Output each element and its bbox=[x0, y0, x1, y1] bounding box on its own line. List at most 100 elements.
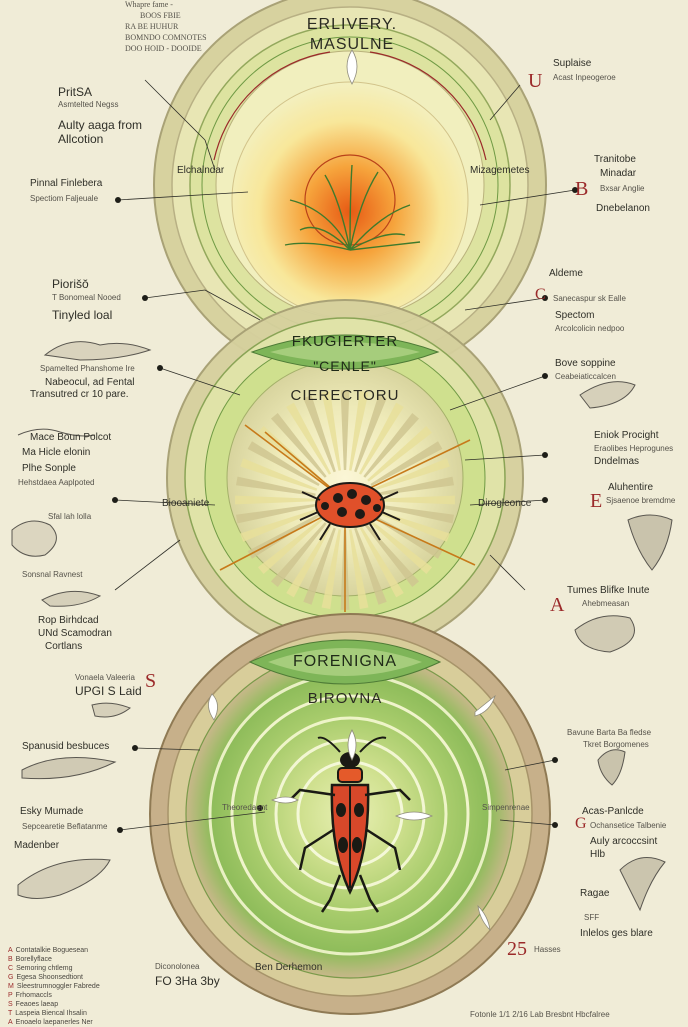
sun-ray bbox=[286, 525, 332, 598]
circle-3-right-inner: Simpenrenae bbox=[482, 803, 530, 812]
legend-key: T bbox=[8, 1010, 13, 1017]
left-label-10-sub: Sonsnal Ravnest bbox=[22, 570, 83, 579]
left-label-9-title: Plhe Sonple bbox=[22, 463, 76, 474]
circle-2-band-line-1: FKUGIERTER bbox=[291, 333, 399, 350]
leaf-icon-top bbox=[346, 49, 358, 85]
footer-center-line-1: Diconolonea bbox=[155, 962, 200, 971]
right-label-2-title: Tranitobe bbox=[594, 154, 636, 165]
circle-3-band: FORENIGNA bbox=[292, 653, 398, 670]
left-label-13-title: Vonaela Valeeria bbox=[75, 673, 135, 682]
green-band-middle bbox=[248, 639, 442, 685]
left-label-12-sub: Cortlans bbox=[45, 641, 83, 652]
left-label-8-sub: Ma Hicle elonin bbox=[22, 447, 91, 458]
right-label-9-sub: Sjsaenoe bremdme bbox=[606, 496, 676, 505]
right-label-12-title: Acas-Panlcde bbox=[582, 806, 644, 817]
legend-text: Feaoes laeap bbox=[15, 1001, 59, 1008]
left-label-6-title: Spamelted Phanshome Ire bbox=[40, 364, 135, 373]
sun-ray bbox=[235, 495, 316, 505]
longhorn-beetle-icon bbox=[289, 736, 411, 913]
legend-key: P bbox=[8, 992, 13, 999]
right-label-5-sub: Arcolcolicin nedpoo bbox=[555, 324, 625, 333]
sun-ray bbox=[374, 495, 455, 505]
mark-25: 25 bbox=[507, 938, 527, 960]
legend-text: Enoaelo laepanerles Ner bbox=[15, 1019, 93, 1026]
left-label-14-title: Spanusid besbuces bbox=[22, 741, 110, 752]
circle-3-bottom-label: Ben Derhemon bbox=[255, 962, 323, 973]
mark-b: B bbox=[575, 178, 589, 200]
left-label-10-title: Sfal lah lolla bbox=[48, 512, 92, 521]
sun-ray bbox=[374, 476, 455, 496]
header-line-1: Whapre fame - bbox=[125, 0, 173, 9]
sun-ray bbox=[247, 441, 320, 487]
legend-key: G bbox=[8, 974, 14, 981]
right-label-15-title: Inlelos ges blare bbox=[580, 928, 653, 939]
sun-ray bbox=[303, 527, 336, 605]
right-label-13-title: Auly arcoccsint bbox=[590, 836, 658, 847]
left-label-1-title: PritSA bbox=[58, 85, 93, 99]
sun-ray bbox=[240, 458, 318, 491]
left-label-4-title: Piorišŏ bbox=[52, 277, 89, 291]
grass-plant-icon bbox=[284, 164, 421, 251]
right-label-14-title: Ragae bbox=[580, 888, 610, 899]
right-label-9-title: Aluhentire bbox=[608, 482, 654, 493]
left-label-1-sub: Asmtelted Negss bbox=[58, 100, 119, 109]
legend-key: S bbox=[8, 1001, 13, 1008]
legend-text: Frhomaccls bbox=[15, 992, 52, 999]
legend-key: A bbox=[8, 1019, 13, 1026]
header-line-3: RA BE HUHUR bbox=[125, 22, 179, 31]
left-label-9-sub: Hehstdaea Aaplpoted bbox=[18, 478, 95, 487]
left-label-16-title: Madenber bbox=[14, 840, 60, 851]
sun-ray bbox=[367, 518, 433, 575]
right-label-13-sub: Hlb bbox=[590, 849, 606, 860]
right-label-12-sub: Ochansetice Talbenie bbox=[590, 821, 667, 830]
mark-a: A bbox=[550, 594, 565, 616]
right-label-3-title: Bxsar Anglie bbox=[600, 184, 645, 193]
sun-ray bbox=[358, 525, 404, 598]
right-label-1-title: Suplaise bbox=[553, 58, 592, 69]
sun-ray bbox=[349, 390, 369, 471]
mark-c: C bbox=[535, 286, 546, 303]
circle-3-title: BIROVNA bbox=[307, 690, 383, 707]
left-label-15-title: Esky Mumade bbox=[20, 806, 84, 817]
right-label-5-title: Spectom bbox=[555, 310, 595, 321]
sun-ray bbox=[303, 395, 336, 473]
sun-ray bbox=[354, 395, 387, 473]
left-label-2-sub: Allcotion bbox=[58, 132, 104, 146]
mark-g: G bbox=[575, 815, 587, 832]
sun-ray bbox=[270, 412, 327, 478]
left-label-2-title: Aulty aaga from bbox=[58, 118, 143, 132]
left-label-4-sub: T Bonomeal Nooed bbox=[52, 293, 121, 302]
sunburst-rays bbox=[235, 390, 455, 610]
sun-ray bbox=[321, 390, 341, 471]
sun-ray bbox=[354, 527, 387, 605]
legend-key: A bbox=[8, 947, 13, 954]
callout-dots bbox=[112, 187, 578, 833]
right-label-6-sub: Ceabeiaticcalcen bbox=[555, 372, 616, 381]
right-label-11-sub: Tkret Borgomenes bbox=[583, 740, 649, 749]
left-label-7-sub: Transutred cr 10 pare. bbox=[30, 389, 129, 400]
right-label-7-title: Eniok Procight bbox=[594, 430, 659, 441]
header-line-5: DOO HOID - DOOIDE bbox=[125, 44, 202, 53]
green-band-top bbox=[250, 334, 440, 370]
circle-2-left-inner: Biooaniete bbox=[162, 498, 210, 509]
header-line-2: BOOS FBIE bbox=[140, 11, 181, 20]
legend-text: Borellyflace bbox=[15, 956, 52, 963]
circle-1-left-inner: Elchalndar bbox=[177, 165, 225, 176]
right-sketches bbox=[574, 381, 673, 912]
right-label-6-title: Bove soppine bbox=[555, 358, 616, 369]
circle-1-title-line-1: ERLIVERY. bbox=[306, 16, 398, 33]
beetle-icon bbox=[299, 482, 401, 541]
left-label-5-title: Tinyled loal bbox=[52, 308, 113, 322]
left-label-3-title: Pinnal Finlebera bbox=[30, 178, 103, 189]
footer-center-line-2: FO 3Ha 3by bbox=[155, 974, 220, 988]
